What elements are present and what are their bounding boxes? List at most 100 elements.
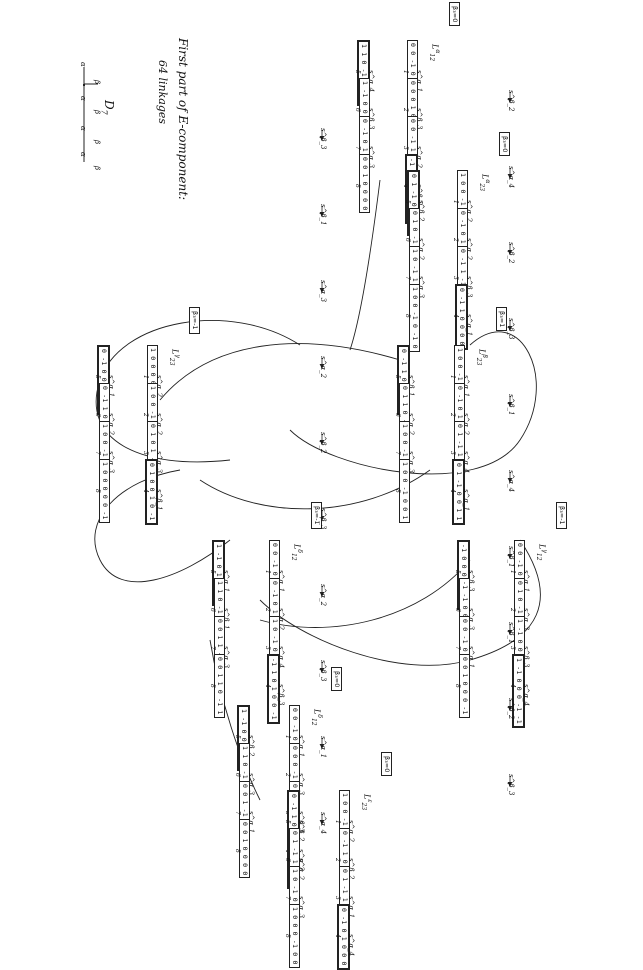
linkage-group-name: Lα23 [477,174,491,192]
vector-index-label: 5 [354,70,361,74]
vector-index-label: 5 [94,375,101,379]
vector-index-label: 4 [264,684,271,688]
vector-box: 1 0 0 -1 0 -1 0 [409,284,420,352]
vector-index-label: 5 [209,570,216,574]
beta-value-box: β₃=0 [499,132,510,157]
vector-index-label: 7 [404,276,411,280]
vector-index-label: 2 [142,413,149,417]
group-name-sub: 23 [167,357,175,366]
vector-index-label: 5 [284,820,291,824]
linkage-group-name: Lα12 [427,44,441,62]
linkage-curve [349,179,381,351]
group-name-sup: α [434,49,441,54]
vector-index-label: 5 [454,570,461,574]
loose-transition-label: s^β_3 [319,128,327,150]
group-name-sup: β [481,354,488,358]
linkage-group-name: Lε23 [359,794,373,811]
beta-value-box: β₃=-1 [189,307,200,334]
vector-index-label: 6 [209,608,216,612]
linkage-curve [259,539,541,666]
vector-index-label: 3 [402,146,409,150]
loose-transition-label: s^α_2 [319,584,327,607]
vector-index-label: 8 [454,684,461,688]
vector-index-label: 8 [404,314,411,318]
vector-index-label: 8 [354,184,361,188]
loose-transition-label: s^β_3 [319,660,327,682]
group-name-sup: α [484,179,491,184]
vector-index-label: 7 [354,146,361,150]
vector-index-label: 7 [394,451,401,455]
transition-label: s^α_4 [347,934,355,957]
vector-index-label: 1 [509,570,516,574]
linkage-curve [209,639,261,801]
loose-transition-label: s^β_1 [507,546,515,568]
group-name-sub: 12 [534,552,542,561]
vector-box: 0 0 1 1 0 -1 1 [214,654,225,718]
transition-label: s^α_4 [522,684,530,707]
linkage-curve [95,320,301,463]
vector-index-label: 8 [234,849,241,853]
loose-transition-label: s^β_2 [507,698,515,720]
vector-index-label: 7 [284,896,291,900]
linkage-group-name: Lδ12 [309,709,323,726]
group-name-sup: γ [541,549,548,553]
vector-box: 1 0 0 0 0 0 -1 [99,459,110,523]
group-name-sub: 23 [474,357,482,366]
group-name-sub: 12 [289,552,297,561]
vector-box: 1 0 0 0 -1 0 0 [289,904,300,968]
vector-index-label: 3 [452,276,459,280]
vector-index-label: 2 [449,413,456,417]
vector-index-label: 5 [394,375,401,379]
vector-index-label: 2 [334,858,341,862]
vector-index-label: 5 [404,200,411,204]
group-name-sub: 12 [427,53,435,62]
beta-value-box: β₃=0 [381,752,392,777]
group-name-sub: 12 [309,717,317,726]
loose-transition-label: s^α_3 [319,280,327,303]
transition-label: s^α_1 [465,314,473,337]
loose-transition-label: s^β_1 [319,204,327,226]
loose-transition-label: s^β_1 [507,394,515,416]
vector-index-label: 1 [264,570,271,574]
beta-value-box: β₃=0 [331,667,342,692]
group-name-sub: 23 [359,802,367,811]
vector-index-label: 6 [94,413,101,417]
vector-index-label: 7 [454,646,461,650]
vector-index-label: 6 [404,238,411,242]
vector-index-label: 7 [94,451,101,455]
vector-index-label: 2 [402,108,409,112]
vector-box: 0 0 1 0 0 0 0 [359,154,370,214]
linkage-curve [94,469,231,583]
loose-transition-label: s^α_4 [319,812,327,835]
vector-index-label: 4 [509,684,516,688]
loose-transition-label: s^α_4 [507,166,515,189]
vector-index-label: 6 [234,773,241,777]
group-name-sub: 23 [477,183,485,192]
vector-index-label: 2 [509,608,516,612]
group-name-sup: ε [366,799,373,803]
loose-transition-label: s^α_2 [319,356,327,379]
vector-index-label: 1 [449,375,456,379]
vector-index-label: 4 [334,934,341,938]
loose-transition-label: s^β_3 [507,318,515,340]
vector-index-label: 1 [284,735,291,739]
linkage-group-name: Lβ23 [474,349,488,366]
vector-index-label: 1 [334,820,341,824]
vector-box: 0 0 1 0 0 0 0 [239,819,250,879]
linkage-curve [289,331,537,475]
vector-index-label: 3 [142,451,149,455]
vector-index-label: 3 [334,896,341,900]
beta-value-box: β₃=-1 [556,502,567,529]
vector-index-label: 6 [354,108,361,112]
linkage-curve [159,343,401,401]
beta-value-box: β₃=1 [496,307,507,332]
vector-index-label: 6 [454,608,461,612]
vector-index-label: 3 [449,451,456,455]
loose-transition-label: s^β_2 [507,242,515,264]
linkage-group-name: Lδ12 [289,544,303,561]
vector-index-label: 2 [264,608,271,612]
group-name-sup: δ [296,549,303,553]
linkage-group-name: Lγ23 [167,349,181,366]
transition-label: s^β_3 [277,684,285,706]
vector-index-label: 8 [394,489,401,493]
